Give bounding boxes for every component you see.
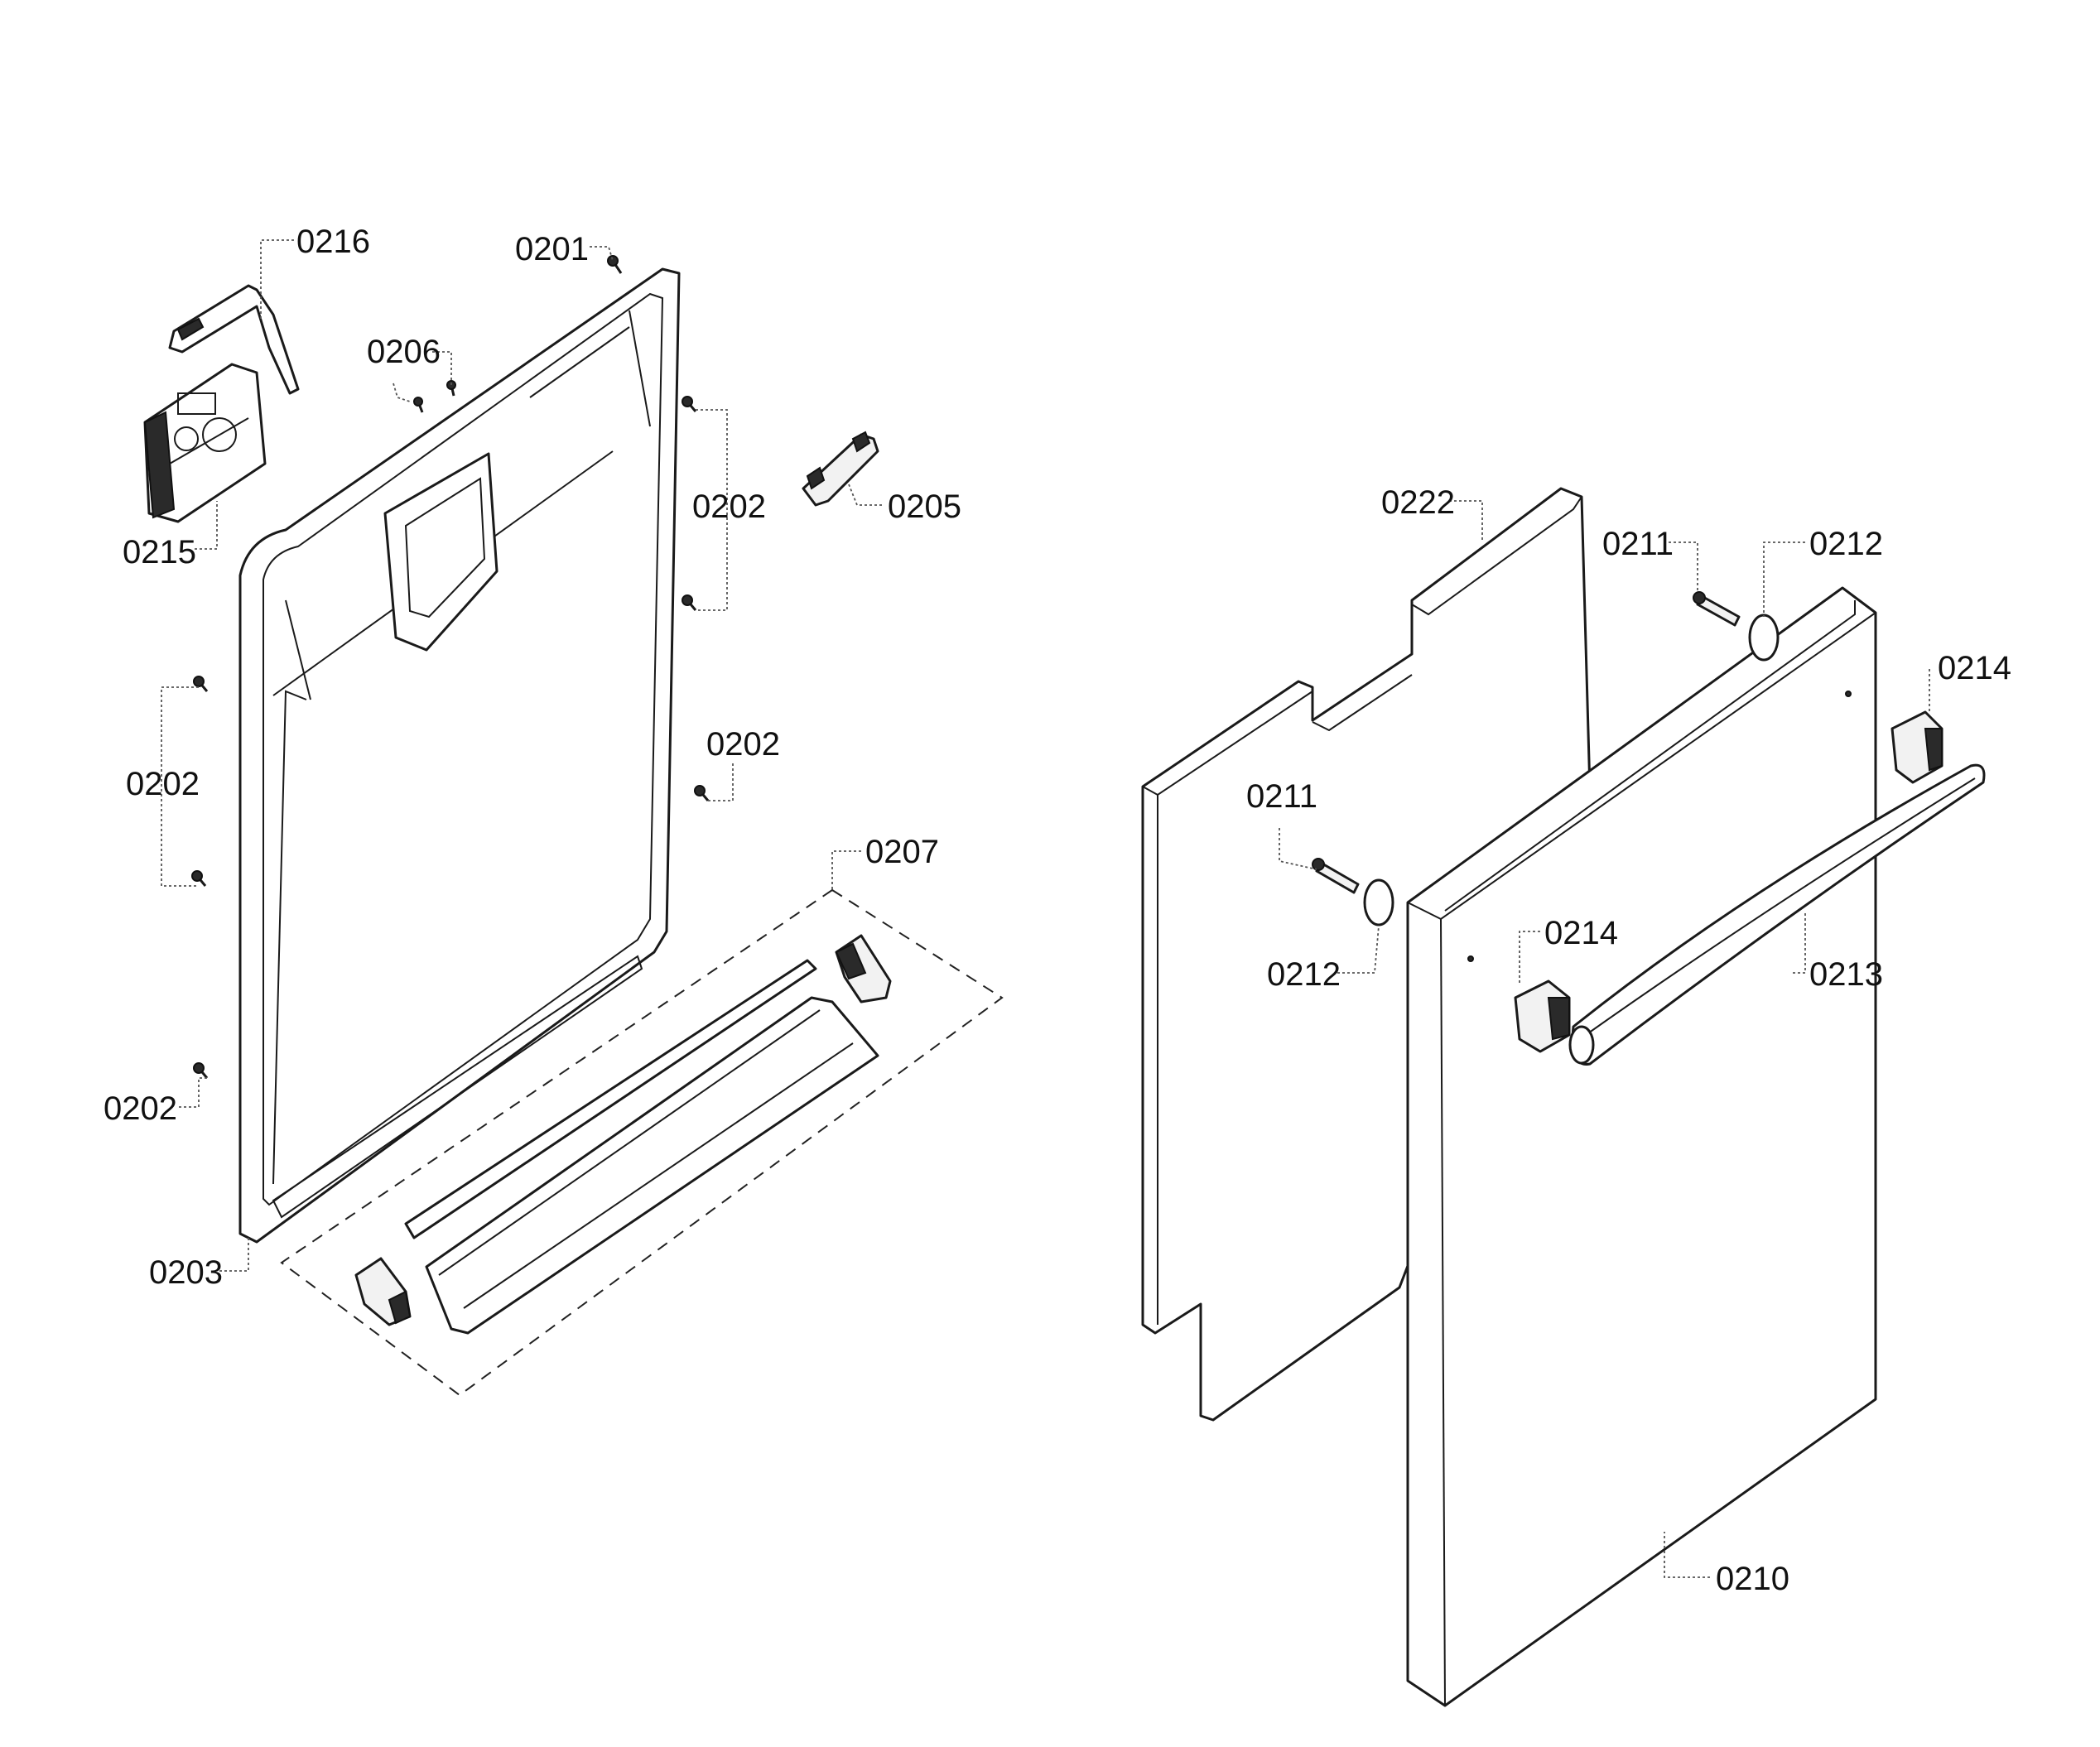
screw-0211-mid (1312, 858, 1360, 894)
callout-0222: 0222 (1381, 484, 1455, 521)
screw-0202-e (694, 785, 710, 801)
callout-0212-mid: 0212 (1267, 956, 1341, 993)
insulation-panel (1141, 487, 1592, 1422)
callout-0201: 0201 (515, 231, 589, 267)
washer-mid (1363, 878, 1394, 926)
dispenser-bracket (168, 284, 300, 395)
screws (191, 255, 710, 1079)
screw-0206-a (413, 397, 424, 413)
washer-top (1748, 614, 1780, 662)
kit-0207-boundary (280, 888, 1004, 1397)
screw-0202-b (682, 594, 697, 611)
callout-0202-left: 0202 (126, 766, 200, 802)
callout-0202-right-upper: 0202 (692, 488, 766, 525)
callout-0212-top: 0212 (1809, 526, 1883, 562)
callout-0214-mid: 0214 (1544, 915, 1618, 951)
kit-0207-parts (354, 934, 892, 1335)
outer-door-panel (1406, 586, 1877, 1707)
door-handle (1568, 763, 1986, 1066)
callout-0202-right-mid: 0202 (706, 726, 780, 763)
callout-0215: 0215 (123, 534, 196, 570)
screw-0201 (607, 255, 623, 274)
screw-0202-c (193, 676, 209, 692)
leader-lines (161, 239, 1930, 1578)
callout-0211-top: 0211 (1602, 526, 1674, 562)
door-inner-liner (238, 267, 681, 1244)
callout-0207: 0207 (865, 834, 939, 870)
dispenser-unit (143, 363, 267, 523)
callout-0216: 0216 (296, 224, 370, 260)
callout-0203: 0203 (149, 1254, 223, 1291)
screw-0202-f (193, 1062, 209, 1079)
callout-0213: 0213 (1809, 956, 1883, 993)
callout-0206: 0206 (367, 334, 441, 370)
callout-0210: 0210 (1716, 1561, 1789, 1597)
screw-0211-top (1693, 591, 1741, 627)
callout-0202-bottom-left: 0202 (104, 1090, 177, 1127)
callout-0211-mid: 0211 (1246, 778, 1317, 815)
handle-end-caps (1514, 710, 1943, 1053)
screw-0202-a (682, 396, 697, 412)
callout-0205: 0205 (888, 488, 961, 525)
screw-0206-b (446, 380, 456, 397)
hinge-clip (802, 431, 879, 507)
screw-0202-d (191, 870, 207, 887)
callout-0214-right: 0214 (1938, 650, 2011, 686)
